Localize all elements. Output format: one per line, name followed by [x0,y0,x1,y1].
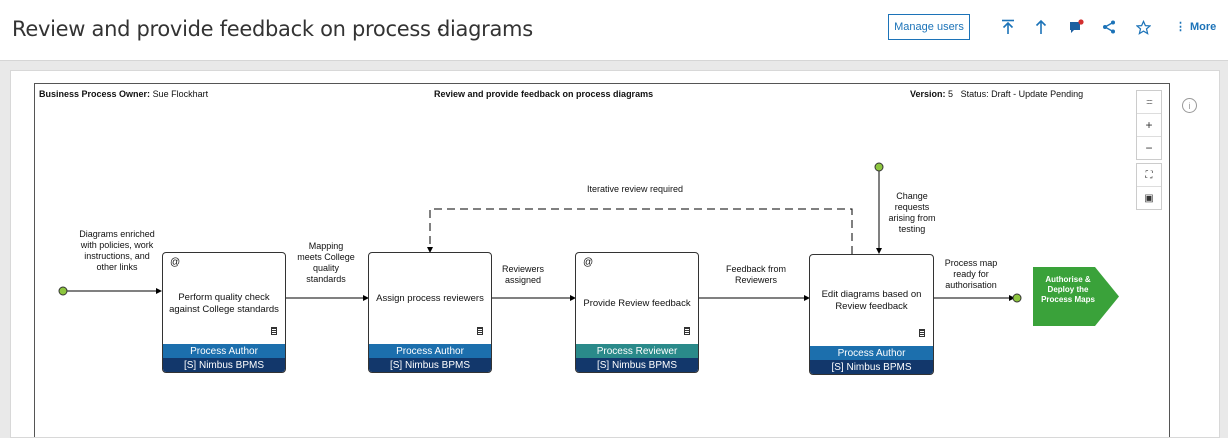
activity-box-3[interactable]: @ Provide Review feedback Process Review… [575,252,699,373]
process-owner: Business Process Owner: Sue Flockhart [39,89,209,99]
flow-label-1: Mapping meets College quality standards [297,241,355,284]
diagram-title: Review and provide feedback on process d… [434,89,654,99]
kebab-icon: ⋮ [1175,21,1186,33]
role-bar: Process Author [163,344,285,359]
star-icon[interactable] [1133,17,1153,37]
version-info: Version: 5 Status: Draft - Update Pendin… [910,89,1084,99]
end-process-label: Authorise & Deploy the Process Maps [1041,275,1095,304]
info-icon[interactable]: i [1182,98,1197,113]
activity-box-4[interactable]: Edit diagrams based on Review feedback P… [809,254,934,375]
title-dropdown-toggle[interactable]: - [437,18,444,40]
role-bar: Process Author [369,344,491,359]
manage-users-button[interactable]: Manage users [888,14,970,40]
flow-label-2: Reviewers assigned [501,264,544,285]
view-controls: ⛶ ▣ [1136,163,1162,210]
go-to-top-icon[interactable] [998,17,1018,37]
activity-text: Assign process reviewers [376,293,484,304]
activity-text: Edit diagrams based on Review feedback [821,289,922,312]
role-bar: Process Author [810,346,933,361]
side-panel [1168,83,1219,436]
page-title: Review and provide feedback on process d… [12,17,533,41]
go-up-icon[interactable] [1031,17,1051,37]
change-requests-label: Change requests arising from testing [888,191,936,234]
role-bar: Process Reviewer [576,344,698,359]
more-menu[interactable]: ⋮More [1175,21,1217,33]
zoom-out-button[interactable]: − [1145,141,1153,155]
end-process-link[interactable] [1033,267,1119,326]
zoom-in-button[interactable]: + [1137,114,1161,137]
iterative-label: Iterative review required [586,184,684,194]
system-bar: [S] Nimbus BPMS [163,358,285,372]
flow-label-3: Feedback from Reviewers [725,264,787,285]
system-bar: [S] Nimbus BPMS [810,360,933,374]
top-bar: Review and provide feedback on process d… [0,0,1228,61]
document-icon[interactable] [919,329,925,337]
image-export-icon[interactable]: ▣ [1144,192,1154,204]
output-label: Process map ready for authorisation [944,258,998,290]
activity-box-1[interactable]: @ Perform quality check against College … [162,252,286,373]
document-icon[interactable] [271,327,277,335]
document-icon[interactable] [684,327,690,335]
zoom-controls: :::::: + − [1136,90,1162,160]
input-label: Diagrams enriched with policies, work in… [79,229,155,272]
fit-to-screen-icon[interactable]: ⛶ [1137,164,1161,187]
activity-text: Perform quality check against College st… [169,292,279,315]
system-bar: [S] Nimbus BPMS [369,358,491,372]
document-icon[interactable] [477,327,483,335]
share-icon[interactable] [1099,17,1119,37]
comments-icon[interactable] [1066,17,1086,37]
grid-icon[interactable]: :::::: [1137,91,1161,114]
activity-text: Provide Review feedback [583,298,691,309]
activity-box-2[interactable]: Assign process reviewers Process Author … [368,252,492,373]
system-bar: [S] Nimbus BPMS [576,358,698,372]
